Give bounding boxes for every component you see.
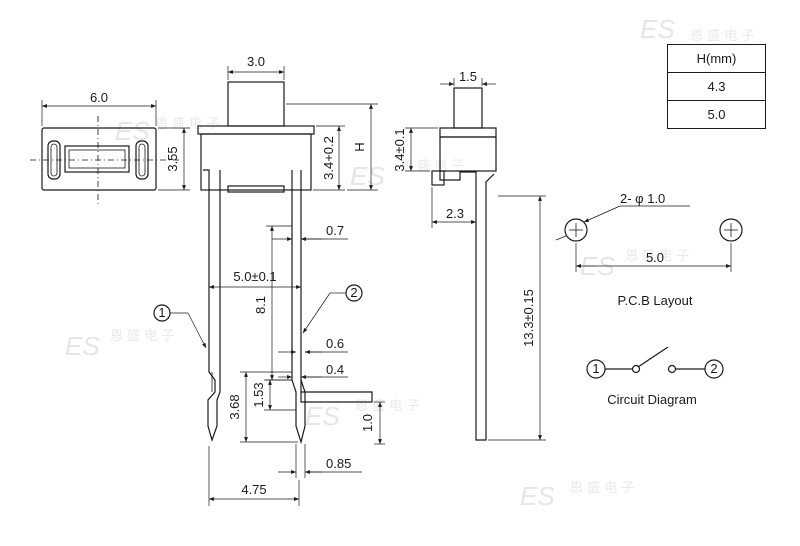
circuit-pin2-label: 2 <box>710 361 717 376</box>
side-pin <box>439 171 495 441</box>
pcb-title: P.C.B Layout <box>618 293 693 308</box>
side-base-left <box>431 170 445 186</box>
height-table-header: H(mm) <box>667 44 766 73</box>
pcb-hole-right <box>719 218 743 242</box>
dim-total-height-label: H <box>352 142 367 151</box>
dim-side-offset-label: 2.3 <box>446 206 464 221</box>
circuit-contact-right <box>667 364 677 374</box>
pin2-callout-label: 2 <box>350 285 357 300</box>
dim-pcb-pitch-label: 5.0 <box>646 250 664 265</box>
pcb-hole-left <box>564 218 588 242</box>
side-view: 1.5 3.4±0.1 2.3 13.3±0.15 <box>392 69 546 441</box>
front-actuator <box>227 81 285 127</box>
dim-pin-length-label: 8.1 <box>253 296 268 314</box>
watermark-chinese: 恩 盛 电 子 <box>625 249 689 264</box>
dim-top-height-label: 3.55 <box>165 146 180 171</box>
top-view-actuator-inner <box>68 149 126 169</box>
watermarks: ES 恩 盛 电 子 ES 恩 盛 电 子 ES 恩 盛 电 子 ES 恩 盛 … <box>65 14 754 511</box>
circuit-pin2 <box>704 359 724 379</box>
height-table: H(mm) 4.3 5.0 <box>667 44 766 129</box>
watermark-chinese: 恩 盛 电 子 <box>570 481 634 496</box>
front-pin-right-foot <box>300 380 373 403</box>
watermark-chinese: 恩 盛 电 子 <box>355 399 419 414</box>
dim-side-actuator-label: 1.5 <box>459 69 477 84</box>
dim-pin-step-label: 0.4 <box>326 362 344 377</box>
front-body <box>200 133 312 191</box>
circuit-title: Circuit Diagram <box>607 392 697 407</box>
watermark-logo: ES <box>640 14 675 44</box>
circuit-diagram: 1 2 Circuit Diagram <box>586 346 724 407</box>
watermark-logo: ES <box>65 331 100 361</box>
circuit-pin1-label: 1 <box>592 361 599 376</box>
dim-body-height-label: 3.4+0.2 <box>321 136 336 180</box>
watermark-chinese: 恩 盛 电 子 <box>155 117 219 132</box>
dim-pin-pitch-label: 5.0±0.1 <box>233 269 276 284</box>
circuit-switch-arm <box>637 346 669 368</box>
top-view-outline <box>41 127 157 191</box>
watermark-logo: ES <box>305 401 340 431</box>
side-actuator <box>453 87 483 129</box>
pcb-hole-label: 2- φ 1.0 <box>620 191 665 206</box>
pin1-callout-label: 1 <box>158 305 165 320</box>
dim-lead-offset-label: 1.0 <box>360 414 375 432</box>
dim-actuator-width-label: 3.0 <box>247 54 265 69</box>
front-pin-left <box>203 169 221 442</box>
dim-total-width-label: 4.75 <box>241 482 266 497</box>
front-view: 3.0 3.4+0.2 H 0.7 5.0±0.1 8.1 0.6 <box>153 54 385 506</box>
dim-pin-tip-width-label: 0.85 <box>326 456 351 471</box>
watermark-logo: ES <box>350 161 385 191</box>
watermark-chinese: 恩 盛 电 子 <box>110 329 174 344</box>
dim-pin-thickness-label: 0.7 <box>326 223 344 238</box>
front-pin-right <box>291 170 306 445</box>
watermark-chinese: 恩 盛 电 子 <box>690 29 754 44</box>
pcb-layout: 2- φ 1.0 5.0 P.C.B Layout <box>555 191 743 308</box>
dim-side-total-length-label: 13.3±0.15 <box>521 289 536 347</box>
circuit-contact-left <box>631 364 641 374</box>
dim-153-label: 1.53 <box>251 382 266 407</box>
side-cover <box>439 127 497 138</box>
height-table-row: 5.0 <box>667 100 766 129</box>
dim-top-width-label: 6.0 <box>90 90 108 105</box>
watermark-logo: ES <box>520 481 555 511</box>
side-body <box>439 136 497 172</box>
top-view-actuator <box>64 145 130 173</box>
front-base-tab <box>227 185 285 193</box>
dim-side-body-height-label: 3.4±0.1 <box>392 128 407 171</box>
height-table-row: 4.3 <box>667 72 766 101</box>
dim-368-label: 3.68 <box>227 394 242 419</box>
watermark-chinese: 恩 盛 电 子 <box>400 159 464 174</box>
dim-pin-width-tip-label: 0.6 <box>326 336 344 351</box>
top-view: 6.0 3.55 <box>30 90 190 205</box>
